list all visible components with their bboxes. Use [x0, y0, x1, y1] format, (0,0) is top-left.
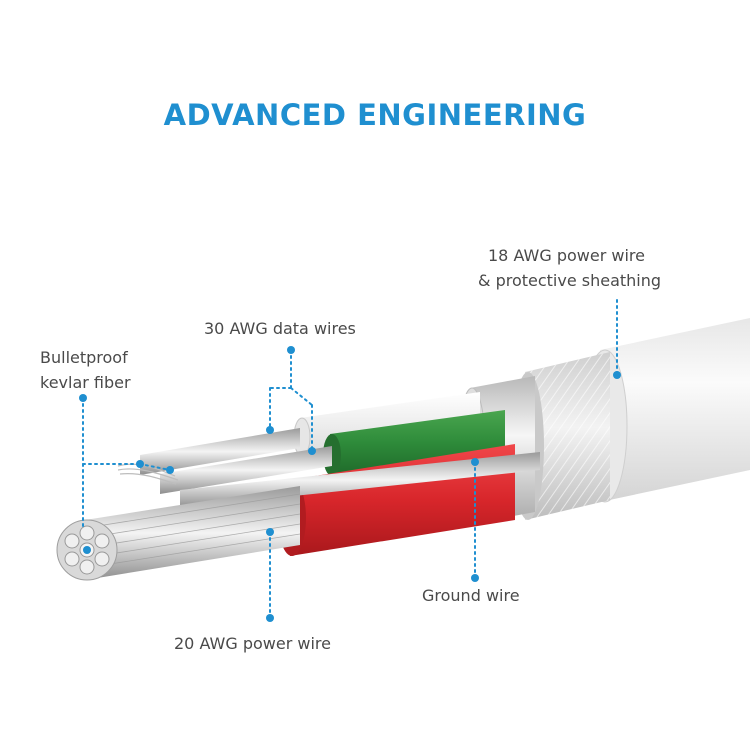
label-kevlar-line2: kevlar fiber — [40, 373, 131, 392]
green-data-wire — [160, 410, 505, 494]
power-wire-strands — [56, 486, 301, 581]
label-kevlar-line1: Bulletproof — [40, 348, 128, 367]
page-title: ADVANCED ENGINEERING — [163, 98, 587, 132]
label-power-wire-20: 20 AWG power wire — [174, 634, 331, 653]
callout-dots — [79, 346, 621, 622]
kevlar-fiber — [117, 463, 179, 485]
label-data-wires: 30 AWG data wires — [204, 319, 356, 338]
label-power-sheath-line1: 18 AWG power wire — [488, 246, 645, 265]
callout-lines — [82, 299, 618, 619]
label-ground-wire: Ground wire — [422, 586, 520, 605]
label-power-sheath-line2: & protective sheathing — [478, 271, 662, 290]
